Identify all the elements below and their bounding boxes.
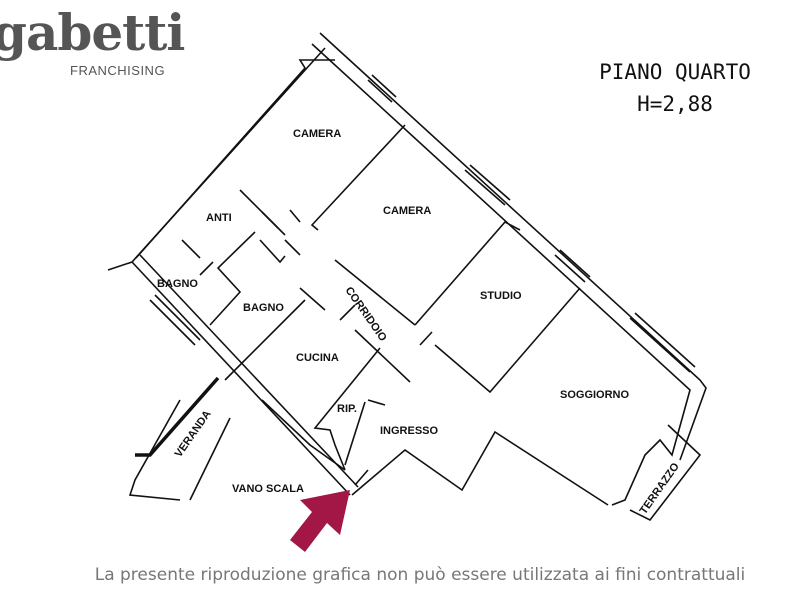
veranda-railing [135, 376, 220, 457]
entrance-arrow-icon [290, 490, 350, 552]
wall-corridoio-ingresso [354, 329, 411, 383]
label-anti: ANTI [206, 212, 232, 224]
label-vano-scala: VANO SCALA [232, 483, 304, 495]
label-corridoio: CORRIDOIO [343, 285, 390, 344]
floor-name: PIANO QUARTO [599, 60, 751, 84]
veranda-inner [189, 417, 231, 501]
wall-anti-bagno2 [259, 239, 286, 264]
wall-camera-camera [310, 124, 406, 231]
logo-subtitle: FRANCHISING [70, 63, 166, 78]
room-labels: CAMERA CAMERA ANTI BAGNO BAGNO CORRIDOIO… [157, 128, 682, 517]
wall-cucina-w [224, 299, 306, 381]
label-bagno-1: BAGNO [157, 278, 198, 290]
floor-height: H=2,88 [637, 92, 713, 116]
outer-wall-ne [319, 32, 707, 461]
label-soggiorno: SOGGIORNO [560, 389, 630, 401]
wall-rip [313, 347, 381, 471]
wall-corridoio-camera [334, 259, 416, 326]
wall-rip-door [344, 401, 366, 466]
label-camera-2: CAMERA [383, 205, 431, 217]
wall-south [351, 430, 609, 506]
outer-wall-sw [131, 261, 351, 496]
wall-bagno2-corridoio [299, 287, 326, 311]
wall-studio [434, 287, 581, 394]
floor-title: PIANO QUARTO H=2,88 [580, 56, 770, 120]
inner-wall-sw [139, 254, 359, 488]
logo-brand: gabetti [0, 3, 185, 62]
inner-wall-ne [311, 43, 691, 506]
label-ingresso: INGRESSO [380, 425, 439, 437]
terrazzo-outline [629, 424, 702, 522]
wall-anti-bagno [181, 239, 201, 259]
label-bagno-2: BAGNO [243, 302, 284, 314]
label-cucina: CUCINA [296, 352, 339, 364]
walls [107, 32, 707, 522]
wall-bagno-bagno [209, 231, 256, 326]
veranda-outline [128, 399, 181, 501]
label-rip: RIP. [337, 403, 357, 415]
label-veranda: VERANDA [173, 408, 214, 459]
disclaimer: La presente riproduzione grafica non può… [94, 565, 746, 585]
gabetti-logo: gabetti FRANCHISING [0, 3, 185, 79]
label-camera-1: CAMERA [293, 128, 341, 140]
inner-wall-nw [135, 59, 335, 259]
label-studio: STUDIO [480, 290, 522, 302]
wall-camera-studio [414, 220, 521, 326]
wall-cucina-s [261, 399, 346, 471]
